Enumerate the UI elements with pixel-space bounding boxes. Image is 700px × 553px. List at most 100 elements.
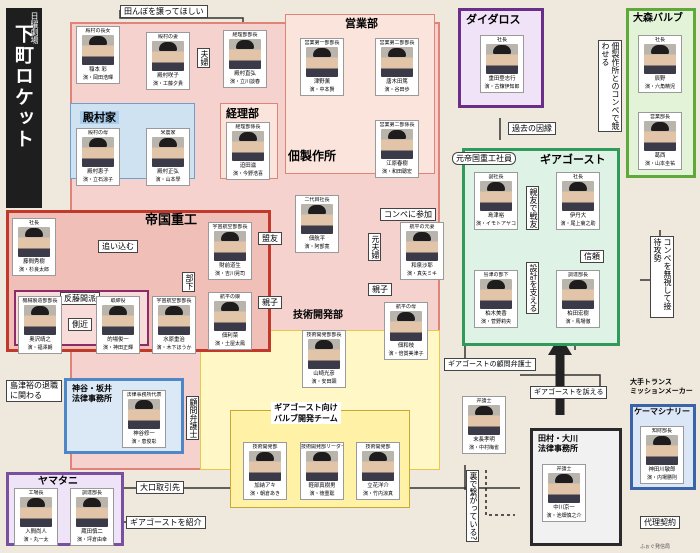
person-role: 調達部長 <box>567 272 588 278</box>
group-daidaros-title: ダイダロス <box>466 13 521 26</box>
person-role: 米農家 <box>160 130 176 136</box>
person-actor: 演・中本賢 <box>309 87 335 93</box>
drama-title: 下町ロケット <box>12 24 34 150</box>
person-hair <box>308 205 326 214</box>
person-card-tanaka_om: 営業部長葛西演・山本圭祐 <box>638 112 682 170</box>
person-hair <box>256 452 274 461</box>
person-actor: 演・中村梅雀 <box>468 445 499 451</box>
person-name: 財前道生 <box>219 263 241 269</box>
person-hair <box>487 182 505 191</box>
person-hair <box>651 122 669 131</box>
person-hair <box>388 130 406 139</box>
person-card-ito: 社長伊丹大演・尾上菊之助 <box>556 172 600 230</box>
person-card-rie: 航平の娘佃利菜演・土屋太鳳 <box>208 292 252 350</box>
rel-settai: コンペを無視して接待攻勢 <box>650 236 674 318</box>
person-name: 入間尚人 <box>25 529 47 535</box>
person-card-nakagawa: 弁護士中川京一演・池畑慎之介 <box>542 464 586 522</box>
rel-compe-kisou: 佃製作所とのコンペで競わせる <box>598 40 622 132</box>
person-hair <box>313 48 331 57</box>
person-name: 唐木田篤 <box>386 79 408 85</box>
person-hair <box>651 45 669 54</box>
person-role: 二代目社長 <box>304 197 330 203</box>
person-name: 殿村正弘 <box>157 169 179 175</box>
person-actor: 演・菅野莉央 <box>480 319 511 325</box>
person-role: 工場長 <box>28 490 44 496</box>
person-role: 調達部長 <box>81 490 102 496</box>
person-card-kanoko: 技術開発部加納アキ演・朝倉あき <box>243 442 287 500</box>
person-actor: 演・和田聰宏 <box>381 169 412 175</box>
rel-buka: 部下 <box>182 272 195 292</box>
person-hair <box>27 498 45 507</box>
rel-hanpatsu: 反藤間派 <box>60 292 100 305</box>
person-hair <box>313 452 331 461</box>
person-role: 技術開発部リーダー <box>301 444 343 450</box>
subtitle-text: 日曜劇場 <box>30 12 39 44</box>
person-name: 奥沢靖之 <box>29 337 51 343</box>
person-card-matoba: 取締役的場俊一演・神田正輝 <box>96 296 140 354</box>
person-name: 蔵田慎二 <box>81 529 103 535</box>
rel-dairi: 代理契約 <box>640 516 680 529</box>
group-keiribu-title: 経理部 <box>226 107 259 120</box>
person-name: 島津裕 <box>487 213 505 219</box>
person-hair <box>109 306 127 315</box>
person-role: 航平の母 <box>395 304 416 310</box>
rel-tanbo: 田んぼを譲ってほしい <box>120 5 208 18</box>
group-kemashinari-sub: 大手トランス ミッションメーカー <box>630 378 693 395</box>
person-card-ehara: 営業第二部係長江原春樹演・和田聰宏 <box>375 120 419 178</box>
rel-meiyu: 盟友 <box>258 232 282 245</box>
person-actor: 演・尾上菊之助 <box>560 221 596 227</box>
group-kagura-title: 神谷・坂井 法律事務所 <box>72 384 112 403</box>
rel-taishi: 島津裕の退職に関わる <box>6 380 62 402</box>
group-tsukuda-title: 佃製作所 <box>288 149 337 163</box>
person-hair <box>369 452 387 461</box>
person-hair <box>475 406 493 415</box>
person-actor: 演・吉川晃司 <box>214 271 245 277</box>
person-actor: 演・丸一太 <box>23 537 49 543</box>
person-role: 営業部長 <box>649 114 670 120</box>
person-name: 佃和枝 <box>397 343 415 349</box>
person-actor: 演・坪倉由幸 <box>76 537 107 543</box>
person-role: 殿村の長女 <box>85 28 111 34</box>
person-actor: 演・イモトアヤコ <box>475 221 516 227</box>
person-actor: 演・倍賞美津子 <box>388 351 424 357</box>
rel-shinrai: 信頼 <box>580 250 604 263</box>
rel-sekkei: 設計を支える <box>526 262 539 314</box>
person-hair <box>236 40 254 49</box>
person-hair <box>89 138 107 147</box>
person-actor: 演・立石涼子 <box>82 177 113 183</box>
person-hair <box>135 400 153 409</box>
person-role: 宇宙航空部部長 <box>212 224 248 230</box>
person-actor: 演・内場勝則 <box>646 475 677 481</box>
person-role: 経理部係長 <box>235 124 261 130</box>
person-role: 社長 <box>654 37 665 43</box>
person-card-kazuko: 航平の母佃和枝演・倍賞美津子 <box>384 302 428 360</box>
person-hair <box>165 306 183 315</box>
person-hair <box>493 45 511 54</box>
person-card-tsuno: 営業第一部部長津野薫演・中本賢 <box>300 38 344 96</box>
person-name: 末長孝明 <box>473 437 495 443</box>
person-role: 取締役 <box>110 298 126 304</box>
person-card-tonomura_s: 殿村の妻殿村咲子演・工藤夕貴 <box>146 32 190 90</box>
rel-sokkin: 側近 <box>68 318 92 331</box>
person-actor: 演・山本圭祐 <box>644 161 675 167</box>
person-name: 藤間秀樹 <box>23 259 45 265</box>
person-name: 葛西 <box>654 153 666 159</box>
rel-fuufu: 夫婦 <box>197 48 210 68</box>
person-actor: 演・馬場徹 <box>565 319 591 325</box>
person-role: 殿村の母 <box>87 130 108 136</box>
person-role: 弁護士 <box>556 466 572 472</box>
person-hair <box>413 232 431 241</box>
rel-moto-fuufu: 元夫婦 <box>368 233 381 261</box>
person-name: 加納アキ <box>254 483 276 489</box>
person-name: 殿村恵子 <box>87 169 109 175</box>
person-role: 社長 <box>572 174 583 180</box>
person-actor: 演・朝倉あき <box>249 491 280 497</box>
person-card-karasawa: 営業第二部部長唐木田篤演・谷田歩 <box>375 38 419 96</box>
person-hair <box>569 182 587 191</box>
person-card-tono_father: 米農家殿村正弘演・山本學 <box>146 128 190 186</box>
person-role: 航平の元妻 <box>409 224 435 230</box>
person-role: 法律事務所代表 <box>126 392 162 398</box>
person-actor: 演・土屋太鳳 <box>214 341 245 347</box>
person-role: 技術開発部部長 <box>306 332 342 338</box>
person-hair <box>221 232 239 241</box>
